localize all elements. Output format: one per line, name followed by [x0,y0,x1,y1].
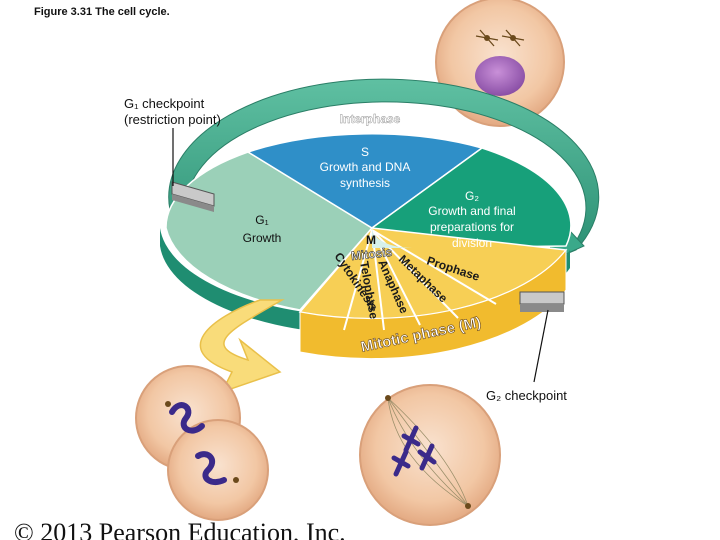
g1-sector [165,151,374,311]
s-desc-1: Growth and DNA [320,160,411,174]
s-title: S [361,145,369,159]
mitosis-label: Mitosis [350,245,393,263]
figure-caption: Figure 3.31 The cell cycle. [34,6,170,18]
g2-desc-1: Growth and final [428,204,515,218]
g2-sector [370,147,572,249]
g1-title: G₁ [255,213,268,227]
g2-checkpoint-leader [533,309,549,383]
cytokinesis-cells [135,365,269,521]
g2-title: G₂ [465,189,479,203]
g1-checkpoint-label: G₁ checkpoint (restriction point) [124,96,221,128]
s-sector [246,133,484,229]
output-arrow [199,299,285,394]
mitotic-wedge [298,227,568,360]
metaphase-cell [359,384,501,526]
g2-checkpoint-bar [519,291,565,312]
g2-desc-2: preparations for [430,220,514,234]
s-desc-2: synthesis [340,176,390,190]
copyright-notice: © 2013 Pearson Education, Inc. [14,518,346,540]
g2-desc-3: division [452,236,492,250]
g1-checkpoint-title: G₁ checkpoint [124,96,205,111]
m-title: M [366,233,376,247]
g2-checkpoint-label: G₂ checkpoint [486,388,567,403]
g1-checkpoint-subtitle: (restriction point) [124,112,221,127]
interphase-label: Interphase [340,112,401,126]
g1-desc: Growth [243,231,282,245]
g1-checkpoint-bar [171,181,215,212]
